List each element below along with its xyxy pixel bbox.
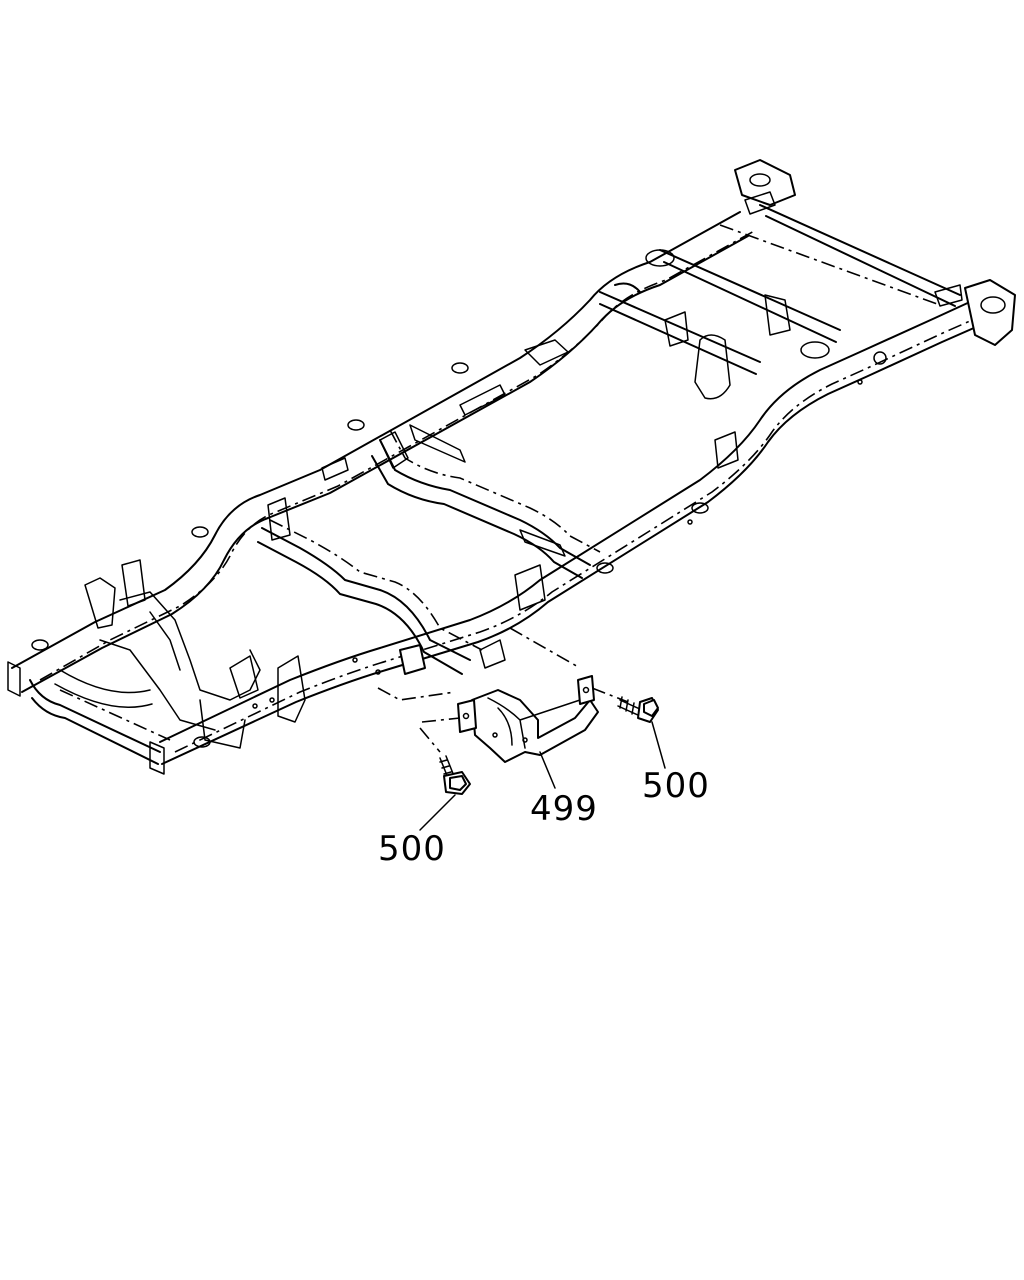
rail-mount-pad-lower bbox=[479, 639, 506, 669]
right-rail-top-edge bbox=[159, 294, 986, 743]
left-rail-tab-4 bbox=[744, 191, 963, 307]
rail-mount-pad bbox=[399, 644, 426, 675]
front-crossmember-lower bbox=[31, 697, 159, 765]
front-spring-tower-right bbox=[229, 655, 306, 723]
rear-cross-tube bbox=[599, 282, 761, 375]
body-mount-right-1 bbox=[691, 502, 709, 514]
crossmember-3-lower bbox=[371, 455, 583, 579]
bolt-500-right bbox=[617, 696, 659, 723]
rail-hole bbox=[269, 697, 275, 703]
left-rail-tab-1 bbox=[459, 384, 506, 416]
body-mount-left-1 bbox=[451, 362, 469, 374]
rear-cross-tube-hidden bbox=[719, 224, 941, 306]
rear-shackle-bracket bbox=[664, 294, 791, 347]
bracket-left-tab bbox=[457, 699, 477, 733]
callout-label-500-left: 500 bbox=[378, 829, 446, 869]
rail-hole bbox=[252, 703, 258, 709]
bracket-hole-left bbox=[462, 712, 470, 720]
center-bracket-upper bbox=[379, 424, 466, 469]
rail-hole bbox=[352, 657, 358, 663]
bracket-channel bbox=[487, 697, 581, 749]
crossmember-3 bbox=[379, 439, 591, 566]
right-rail-hidden-edge bbox=[174, 309, 996, 753]
left-rail-tab-2 bbox=[321, 457, 349, 481]
rear-right-end-hole bbox=[980, 296, 1006, 314]
callout-leader-500-left bbox=[419, 794, 456, 831]
rail-hole bbox=[375, 669, 381, 675]
exploded-parts bbox=[377, 627, 666, 831]
rear-left-end-hole bbox=[749, 173, 771, 187]
crossmember-2-hidden bbox=[269, 519, 483, 651]
left-rail-top-edge bbox=[11, 211, 741, 669]
crossmember-2-lower bbox=[257, 541, 463, 675]
body-mount-rear-right bbox=[800, 341, 830, 359]
front-cross-tube bbox=[54, 669, 153, 709]
bracket-hole bbox=[492, 732, 498, 738]
right-rail-tab-1 bbox=[714, 431, 739, 469]
bolt-head bbox=[449, 775, 467, 791]
front-spring-tower-left bbox=[84, 559, 146, 629]
body-mount-left-3 bbox=[191, 526, 209, 538]
callout-leader-499 bbox=[539, 751, 556, 789]
chassis-frame bbox=[7, 159, 1016, 775]
right-rail-tab-2 bbox=[514, 564, 546, 611]
callout-leader-500-right bbox=[651, 721, 666, 769]
crossmember-3-hidden bbox=[389, 429, 601, 553]
bracket-hole bbox=[522, 737, 528, 743]
body-mount-right-2 bbox=[596, 562, 614, 574]
front-suspension-crossmember bbox=[99, 591, 261, 749]
bracket-hole-right bbox=[582, 686, 590, 694]
bolt-head bbox=[643, 699, 659, 717]
rear-cross-tube-2 bbox=[659, 249, 841, 343]
rear-left-end-cap bbox=[734, 159, 796, 206]
left-rail-tab-3 bbox=[524, 339, 569, 366]
center-bracket-mid bbox=[519, 529, 566, 557]
crossmember-2-bracket bbox=[267, 497, 291, 541]
body-mount-left-4 bbox=[31, 639, 49, 651]
front-bumper-mount bbox=[7, 661, 165, 775]
rear-spring-hanger bbox=[694, 334, 731, 400]
crossmember-2 bbox=[261, 527, 471, 661]
rail-hole bbox=[873, 351, 887, 365]
bolt-shank bbox=[617, 696, 643, 717]
callout-label-499: 499 bbox=[530, 789, 598, 829]
rear-end-crossmember bbox=[759, 204, 961, 307]
body-mount-left-2 bbox=[347, 419, 365, 431]
front-crossmember-hidden bbox=[59, 689, 171, 741]
rail-hole bbox=[857, 379, 863, 385]
rail-hole bbox=[687, 519, 693, 525]
front-crossmember bbox=[29, 679, 161, 753]
leader-bolt-right bbox=[591, 687, 629, 703]
bracket-body bbox=[471, 689, 599, 763]
leader-bolt-left bbox=[419, 717, 461, 753]
body-mount-right-3 bbox=[193, 736, 211, 748]
bracket-499 bbox=[457, 675, 599, 763]
leader-frame-to-bracket-left bbox=[377, 687, 456, 701]
bolt-shank bbox=[439, 755, 455, 779]
callout-label-500-right: 500 bbox=[642, 766, 710, 806]
right-rail-bottom-edge bbox=[161, 319, 993, 765]
bolt-500-left bbox=[439, 755, 471, 795]
bracket-right-tab bbox=[577, 675, 595, 705]
left-rail-bottom-edge bbox=[21, 235, 749, 693]
leader-frame-to-bracket-right bbox=[509, 627, 581, 669]
body-mount-rear-left bbox=[645, 249, 675, 267]
